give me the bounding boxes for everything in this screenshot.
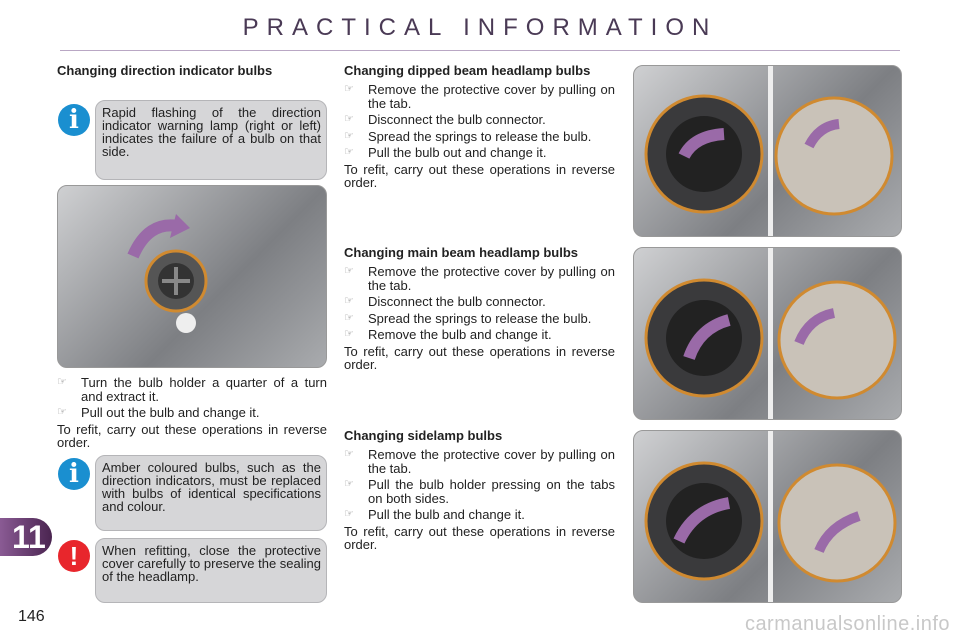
info-icon: i [58,104,90,136]
chapter-tab: 11 [0,518,52,556]
pointing-hand-icon: ☞ [344,146,354,158]
info-note: Amber coloured bulbs, such as the direct… [95,455,327,531]
refit-note: To refit, carry out these operations in … [57,421,327,450]
pointing-hand-icon: ☞ [344,113,354,125]
pointing-hand-icon: ☞ [344,265,354,277]
pointing-hand-icon: ☞ [344,83,354,95]
pointing-hand-icon: ☞ [344,478,354,490]
warning-note: When refitting, close the protective cov… [95,538,327,603]
watermark: carmanualsonline.info [744,613,950,635]
section-main-beam: Changing main beam headlamp bulbs ☞Remov… [344,245,615,372]
list-item: ☞Pull out the bulb and change it. [57,405,260,420]
section-dipped-beam: Changing dipped beam headlamp bulbs ☞Rem… [344,63,615,190]
page-title: PRACTICAL INFORMATION [242,14,718,41]
section-heading-direction-indicator: Changing direction indicator bulbs [57,63,273,78]
pointing-hand-icon: ☞ [344,311,354,324]
direction-indicator-photo [57,185,327,368]
warning-icon: ! [58,540,90,572]
pointing-hand-icon: ☞ [344,295,354,307]
info-note: Rapid flashing of the direction indicato… [95,100,327,180]
pointing-hand-icon: ☞ [344,508,354,520]
pointing-hand-icon: ☞ [344,129,354,142]
sidelamp-photo [633,430,902,603]
pointing-hand-icon: ☞ [57,376,67,388]
main-beam-photo [633,247,902,420]
pointing-hand-icon: ☞ [344,448,354,460]
dipped-beam-photo [633,65,902,237]
list-item: ☞Turn the bulb holder a quarter of a tur… [57,375,327,404]
pointing-hand-icon: ☞ [344,328,354,340]
title-divider [60,50,900,51]
info-icon: i [58,458,90,490]
section-sidelamp: Changing sidelamp bulbs ☞Remove the prot… [344,428,615,552]
page-number: 146 [18,608,45,625]
pointing-hand-icon: ☞ [57,406,67,418]
